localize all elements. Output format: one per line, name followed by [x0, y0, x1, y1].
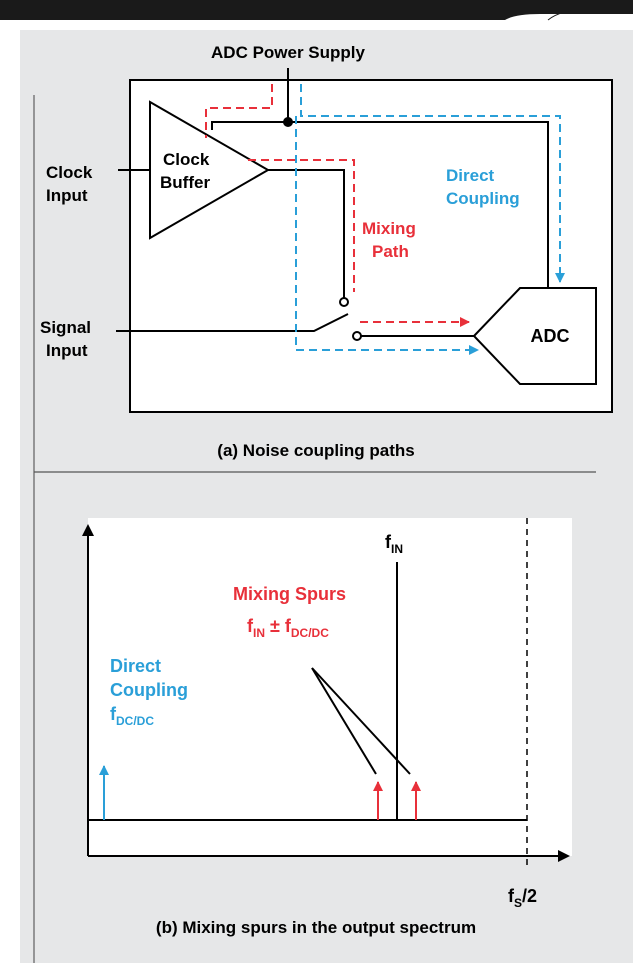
clock-input-label-line1: Clock	[46, 163, 93, 182]
mixing-spur-pointer-high	[311, 667, 411, 775]
clock-input-label-line2: Input	[46, 186, 88, 205]
output-spectrum-diagram: fS/2 fIN Mixing Spurs fIN ± fDC/DC Direc…	[82, 518, 572, 937]
switch-contact-bottom	[352, 331, 362, 341]
clock-output-line	[268, 169, 345, 298]
adc-label: ADC	[531, 326, 570, 346]
signal-input-label-line1: Signal	[40, 318, 91, 337]
header-bar	[0, 0, 633, 21]
clock-buffer-label-line1: Clock	[163, 150, 210, 169]
direct-coupling-spectrum-label-line2: Coupling	[110, 680, 188, 700]
mixing-spurs-formula: fIN ± fDC/DC	[247, 616, 329, 640]
direct-coupling-label-line1: Direct	[446, 166, 495, 185]
mixing-spurs-label: Mixing Spurs	[233, 584, 346, 604]
clock-buffer-label-line2: Buffer	[160, 173, 210, 192]
caption-a: (a) Noise coupling paths	[217, 441, 414, 460]
noise-coupling-diagram: ADC Power Supply Clock Buffer Clock Inpu…	[40, 43, 613, 460]
fin-label: fIN	[385, 532, 403, 556]
direct-coupling-freq-label: fDC/DC	[110, 704, 154, 728]
switch-contact-top	[339, 297, 349, 307]
signal-input-line	[116, 313, 349, 332]
mixing-path-label-line2: Path	[372, 242, 409, 261]
fs-half-label: fS/2	[508, 886, 537, 910]
direct-coupling-label-line2: Coupling	[446, 189, 520, 208]
adc-block	[472, 287, 597, 385]
caption-b: (b) Mixing spurs in the output spectrum	[156, 918, 476, 937]
direct-coupling-spectrum-label-line1: Direct	[110, 656, 161, 676]
direct-coupling-path-down	[295, 116, 479, 355]
mixing-spur-pointer-low	[311, 667, 377, 775]
mixing-path-label-line1: Mixing	[362, 219, 416, 238]
mixing-path-top	[205, 84, 273, 138]
power-rail	[211, 121, 549, 290]
direct-coupling-path-up	[300, 84, 565, 283]
mixing-path-right	[248, 159, 355, 292]
signal-input-label-line2: Input	[46, 341, 88, 360]
power-supply-label: ADC Power Supply	[211, 43, 366, 62]
